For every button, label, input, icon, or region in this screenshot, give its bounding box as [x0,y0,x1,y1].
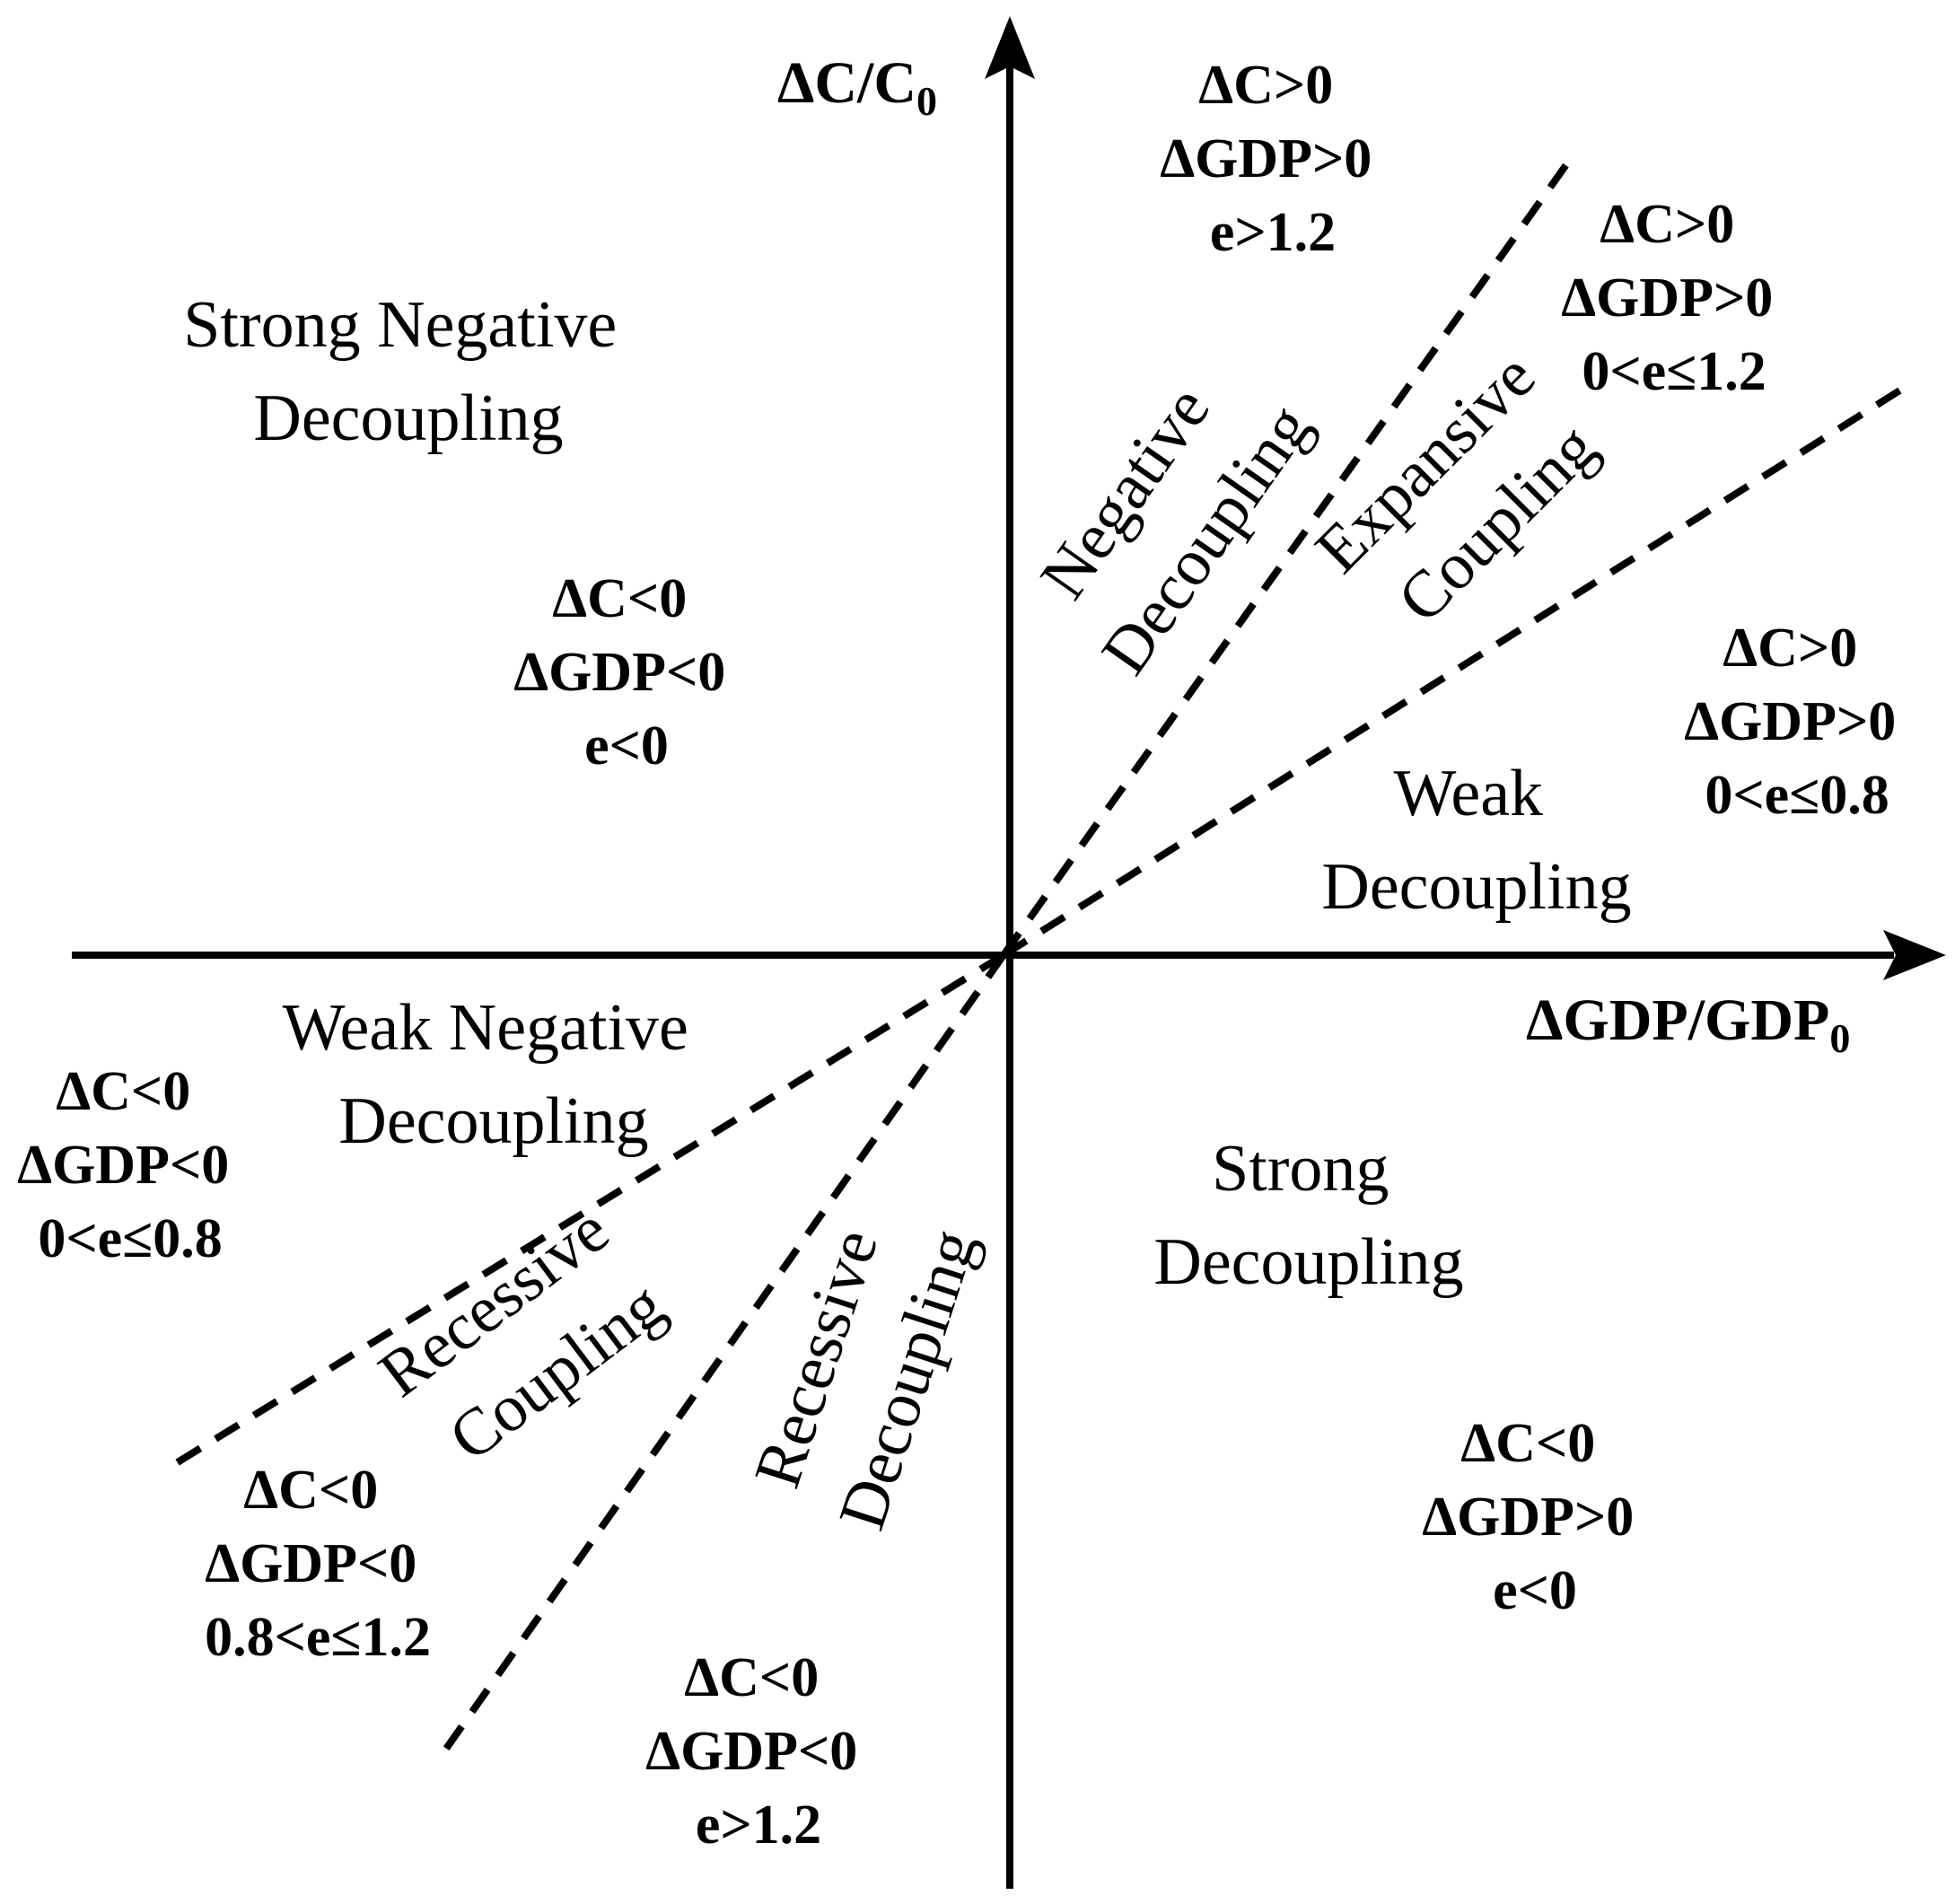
x-axis-label: ΔGDP/GDP0 [1526,987,1850,1061]
conditions-negative-decoupling: ΔC>0 ΔGDP>0 e>1.2 [1160,55,1386,263]
region-weak-decoupling-label: Weak Decoupling [1321,757,1631,924]
region-strong-negative-decoupling-label: Strong Negative Decoupling [183,288,633,455]
region-expansive-coupling-label: Expansive Coupling [1302,328,1627,654]
region-recessive-coupling-label: Recessive Coupling [366,1183,692,1487]
region-weak-negative-decoupling-label: Weak Negative Decoupling [283,991,706,1158]
conditions-expansive-coupling: ΔC>0 ΔGDP>0 0<e≤1.2 [1561,194,1787,402]
boundary-line-e0.8-lower [162,952,1006,1474]
x-axis-arrowhead [1883,930,1946,980]
conditions-recessive-decoupling: ΔC<0 ΔGDP<0 e>1.2 [645,1647,872,1856]
conditions-recessive-coupling: ΔC<0 ΔGDP<0 0.8<e≤1.2 [205,1460,431,1668]
conditions-weak-decoupling: ΔC>0 ΔGDP>0 0<e≤0.8 [1684,618,1910,826]
region-negative-decoupling-label: Negative Decoupling [1011,338,1325,687]
conditions-weak-negative-decoupling: ΔC<0 ΔGDP<0 0<e≤0.8 [17,1061,243,1269]
region-strong-decoupling-label: Strong Decoupling [1153,1132,1463,1299]
y-axis-arrowhead [985,16,1035,79]
region-recessive-decoupling-label: Recessive Decoupling [736,1192,991,1539]
boundary-line-e1.2-upper [1000,161,1571,958]
conditions-strong-negative-decoupling: ΔC<0 ΔGDP<0 e<0 [513,568,740,777]
y-axis-label: ΔC/C0 [777,50,937,124]
boundary-line-e1.2-lower [443,952,1007,1751]
conditions-strong-decoupling: ΔC<0 ΔGDP>0 e<0 [1422,1413,1648,1621]
